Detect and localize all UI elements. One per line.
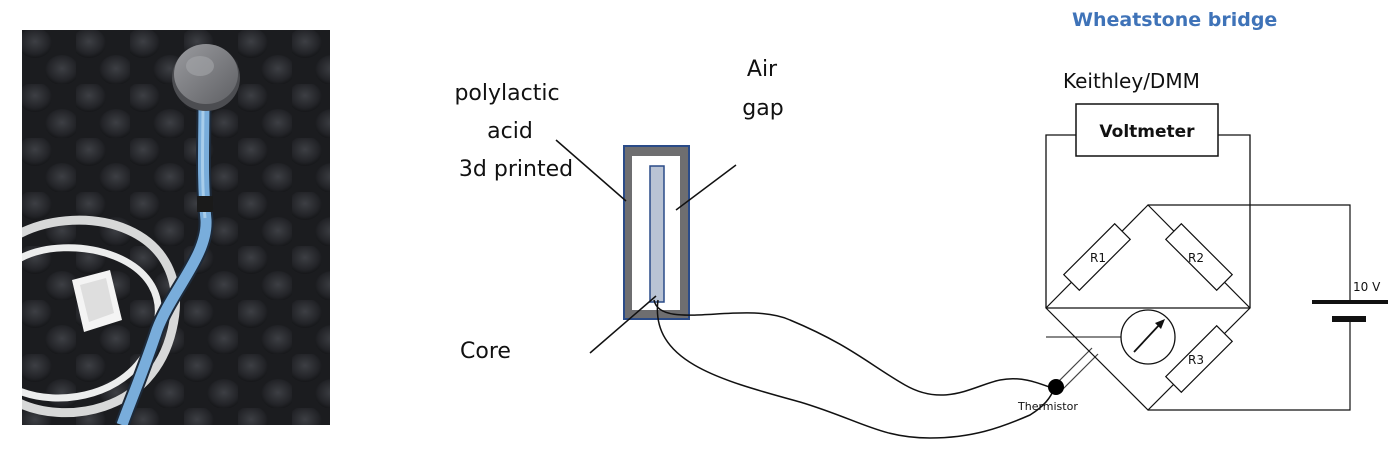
battery-icon [1312, 300, 1388, 322]
battery-label: 10 V [1353, 280, 1381, 294]
thermistor-stem-b [1059, 353, 1099, 393]
core-label: Core [460, 339, 511, 364]
galvanometer-icon [1120, 309, 1176, 365]
voltmeter-label: Voltmeter [1099, 122, 1195, 142]
battery-wire-top [1148, 204, 1351, 302]
core-leader-line [589, 295, 657, 354]
probe-core [649, 165, 665, 303]
meter-name-label: Keithley/DMM [1063, 69, 1200, 93]
material-label-line-2: acid [487, 119, 533, 144]
bridge-title: Wheatstone bridge [1072, 9, 1277, 31]
air-gap-label-line-1: Air [747, 57, 778, 82]
voltmeter-lead-left [1045, 134, 1076, 308]
voltmeter-box [1075, 103, 1219, 157]
resistor-r2 [1164, 222, 1234, 292]
resistor-r3-label: R3 [1188, 353, 1204, 367]
thermistor-label: Thermistor [1017, 400, 1078, 413]
air-gap-leader-line [675, 164, 737, 211]
air-gap-label-line-2: gap [742, 96, 783, 121]
thermistor-node-icon [1048, 379, 1064, 395]
thermistor-lead-lower [656, 299, 1055, 439]
sensor-probe-photo [22, 30, 330, 425]
resistor-r1-label: R1 [1090, 251, 1106, 265]
voltmeter-lead-right [1218, 134, 1251, 308]
material-leader-line [555, 139, 627, 202]
material-label-line-3: 3d printed [459, 157, 573, 182]
thermistor-lead-upper [653, 299, 1053, 396]
material-label-line-1: polylactic [454, 81, 559, 106]
resistor-r3 [1164, 324, 1234, 394]
resistor-r1 [1062, 222, 1132, 292]
battery-wire-bottom [1148, 320, 1351, 411]
resistor-r2-label: R2 [1188, 251, 1204, 265]
thermistor-stem-a [1053, 347, 1093, 387]
